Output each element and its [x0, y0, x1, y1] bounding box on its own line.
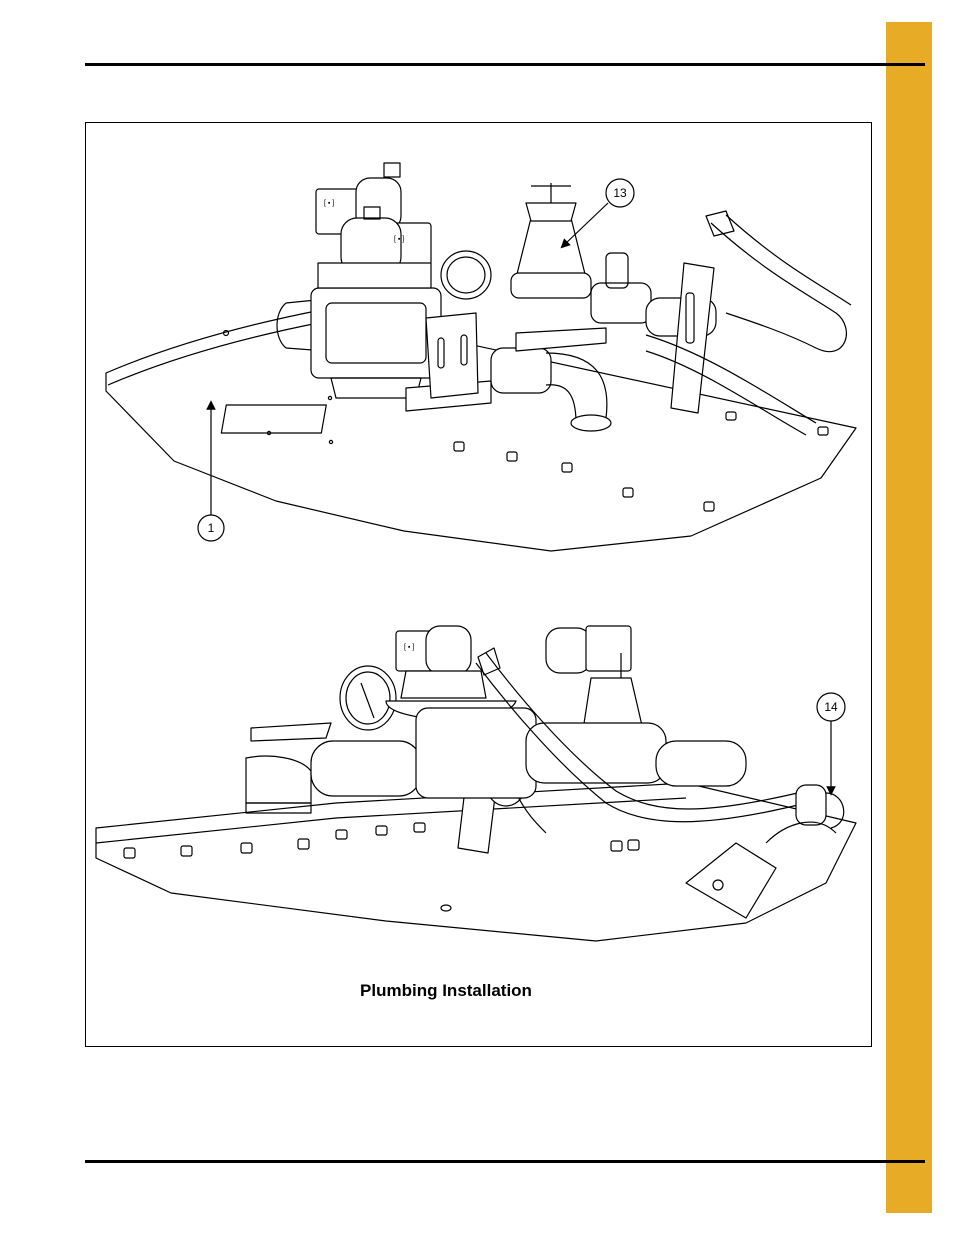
plumbing-drawing: [ ▪ ] [ ▪ ] [86, 123, 873, 1048]
callout-13-label: 13 [613, 186, 627, 200]
svg-text:[ ▪ ]: [ ▪ ] [404, 644, 414, 651]
svg-text:[ ▪ ]: [ ▪ ] [394, 236, 404, 243]
plumbing-figure: [ ▪ ] [ ▪ ] [85, 122, 872, 1047]
callout-14-label: 14 [824, 700, 838, 714]
top-assembly: [ ▪ ] [ ▪ ] [106, 163, 856, 551]
bottom-assembly: [ ▪ ] [96, 626, 856, 941]
section-tab [886, 22, 932, 1213]
svg-text:[ ▪ ]: [ ▪ ] [324, 200, 334, 207]
footer-rule [85, 1160, 925, 1163]
callout-1-label: 1 [208, 521, 215, 535]
figure-caption: Plumbing Installation [86, 981, 806, 1001]
header-rule [85, 63, 925, 66]
